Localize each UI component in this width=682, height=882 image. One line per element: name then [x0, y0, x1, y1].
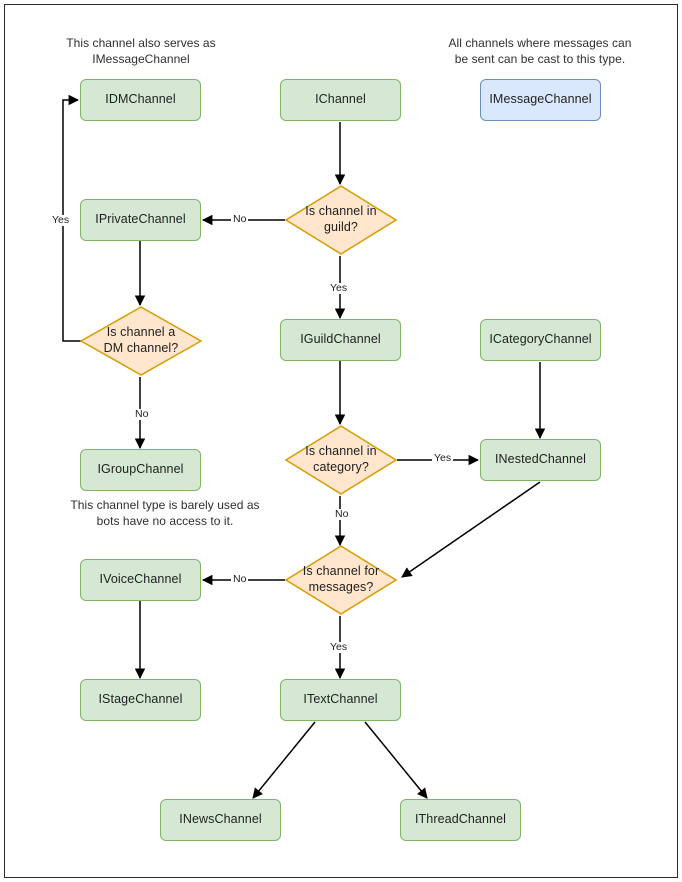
note-message-line2: be sent can be cast to this type. [454, 51, 626, 66]
edge-label-guild-no: No [231, 213, 249, 225]
node-decision-messages-label: Is channel for messages? [291, 564, 391, 595]
edge-label-guild-yes: Yes [328, 282, 350, 294]
decision-messages-line2: messages? [308, 580, 374, 594]
node-ivoice-channel[interactable]: IVoiceChannel [80, 559, 201, 601]
node-istage-channel[interactable]: IStageChannel [80, 679, 201, 721]
note-group-line1: This channel type is barely used as [70, 498, 260, 512]
node-ivoice-channel-label: IVoiceChannel [99, 572, 182, 587]
decision-guild-shape [285, 185, 397, 255]
node-decision-dm[interactable]: Is channel a DM channel? [80, 306, 202, 376]
edge-label-messages-no: No [231, 573, 249, 585]
node-itext-channel-label: ITextChannel [303, 692, 378, 707]
node-iguild-channel[interactable]: IGuildChannel [280, 319, 401, 361]
node-inested-channel[interactable]: INestedChannel [480, 439, 601, 481]
node-imessage-channel[interactable]: IMessageChannel [480, 79, 601, 121]
node-inested-channel-label: INestedChannel [494, 452, 587, 467]
edge-label-messages-yes: Yes [328, 641, 350, 653]
node-decision-category[interactable]: Is channel in category? [285, 425, 397, 495]
node-iprivate-channel-label: IPrivateChannel [95, 212, 186, 227]
decision-guild-line1: Is channel in [305, 204, 377, 219]
node-imessage-channel-label: IMessageChannel [489, 92, 592, 107]
node-idm-channel[interactable]: IDMChannel [80, 79, 201, 121]
decision-category-line2: category? [313, 460, 369, 474]
decision-category-shape [285, 425, 397, 495]
node-decision-guild-label: Is channel in guild? [293, 204, 388, 235]
decision-dm-line2: DM channel? [103, 341, 179, 355]
node-icategory-channel[interactable]: ICategoryChannel [480, 319, 601, 361]
node-iprivate-channel[interactable]: IPrivateChannel [80, 199, 201, 241]
node-inews-channel-label: INewsChannel [179, 812, 262, 827]
node-itext-channel[interactable]: ITextChannel [280, 679, 401, 721]
edge-text-thread [364, 721, 428, 799]
edge-label-dm-no: No [133, 408, 151, 420]
node-decision-guild[interactable]: Is channel in guild? [285, 185, 397, 255]
decision-category-line1: Is channel in [305, 444, 377, 459]
decision-dm-shape [80, 306, 202, 376]
note-dm-line1: This channel also serves as [66, 36, 216, 50]
node-decision-dm-label: Is channel a DM channel? [92, 325, 191, 356]
edge-label-category-no: No [333, 508, 351, 520]
note-dm-channel: This channel also serves as IMessageChan… [48, 36, 234, 68]
node-idm-channel-label: IDMChannel [105, 92, 176, 107]
decision-messages-line1: Is channel for [302, 564, 380, 579]
node-ichannel-label: IChannel [315, 92, 366, 107]
node-igroup-channel[interactable]: IGroupChannel [80, 449, 201, 491]
node-istage-channel-label: IStageChannel [98, 692, 183, 707]
note-message-line1: All channels where messages can [448, 36, 632, 50]
edge-text-news [252, 721, 316, 799]
decision-guild-line2: guild? [324, 220, 358, 234]
node-ithread-channel-label: IThreadChannel [414, 812, 507, 827]
edge-nested-messages [401, 481, 541, 578]
decision-dm-line1: Is channel a [106, 325, 176, 340]
node-decision-category-label: Is channel in category? [293, 444, 388, 475]
note-dm-line2: IMessageChannel [92, 51, 190, 66]
note-group-line2: bots have no access to it. [96, 513, 234, 528]
node-inews-channel[interactable]: INewsChannel [160, 799, 281, 841]
edge-label-category-yes: Yes [432, 452, 454, 464]
node-ichannel[interactable]: IChannel [280, 79, 401, 121]
decision-messages-shape [285, 545, 397, 615]
node-ithread-channel[interactable]: IThreadChannel [400, 799, 521, 841]
node-icategory-channel-label: ICategoryChannel [489, 332, 592, 347]
edge-label-dm-yes: Yes [50, 214, 72, 226]
note-group-channel: This channel type is barely used as bots… [40, 498, 290, 530]
note-message-channel: All channels where messages can be sent … [438, 36, 642, 68]
node-decision-messages[interactable]: Is channel for messages? [285, 545, 397, 615]
node-iguild-channel-label: IGuildChannel [300, 332, 381, 347]
node-igroup-channel-label: IGroupChannel [97, 462, 184, 477]
